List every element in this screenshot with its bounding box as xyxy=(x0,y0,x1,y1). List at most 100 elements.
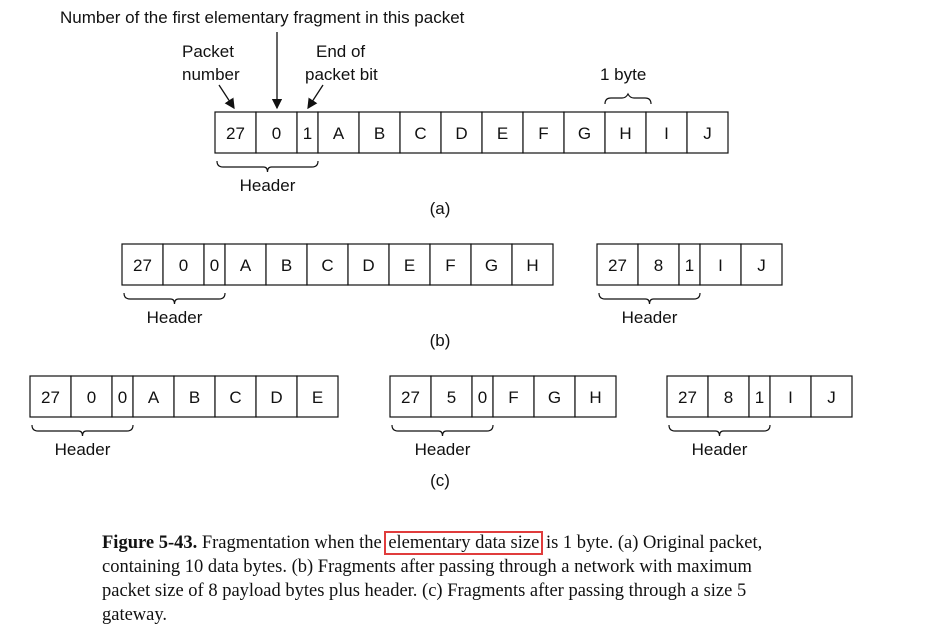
data-byte-cell xyxy=(810,375,853,418)
data-byte-cell xyxy=(358,111,401,154)
header-brace xyxy=(668,424,771,437)
caption-text-2: is 1 byte. (a) Original packet, containi… xyxy=(102,533,763,625)
data-byte-cell xyxy=(132,375,175,418)
header-field-cell xyxy=(430,375,473,418)
data-byte-cell xyxy=(306,243,349,286)
data-byte-cell xyxy=(265,243,308,286)
cell-value: F xyxy=(508,388,518,407)
data-byte-cell xyxy=(440,111,483,154)
cell-value: F xyxy=(538,124,548,143)
first-fragment-label: Number of the first elementary fragment … xyxy=(60,8,465,27)
header-field-cell xyxy=(389,375,432,418)
header-field-cell xyxy=(255,111,298,154)
header-brace xyxy=(598,292,701,305)
data-byte-cell xyxy=(686,111,729,154)
header-field-cell xyxy=(596,243,639,286)
cell-value: 5 xyxy=(447,388,456,407)
cell-value: B xyxy=(374,124,385,143)
data-byte-cell xyxy=(604,111,647,154)
cell-value: 1 xyxy=(755,388,764,407)
data-byte-cell xyxy=(574,375,617,418)
caption-text-1: Fragmentation when the xyxy=(197,533,387,553)
data-byte-cell xyxy=(481,111,524,154)
data-byte-cell xyxy=(645,111,688,154)
figure-caption: Figure 5-43. Fragmentation when the elem… xyxy=(102,531,782,627)
cell-value: C xyxy=(229,388,241,407)
data-byte-cell xyxy=(492,375,535,418)
cell-value: 1 xyxy=(303,124,312,143)
cell-value: 0 xyxy=(210,256,219,275)
part-label: (c) xyxy=(430,471,450,490)
header-label: Header xyxy=(622,308,678,327)
header-brace xyxy=(123,292,226,305)
cell-value: 27 xyxy=(608,256,627,275)
cell-value: 8 xyxy=(654,256,663,275)
cell-value: G xyxy=(485,256,498,275)
data-byte-cell xyxy=(429,243,472,286)
cell-value: 27 xyxy=(678,388,697,407)
packet-number-label-1: Packet xyxy=(182,42,234,61)
cell-value: D xyxy=(455,124,467,143)
one-byte-brace xyxy=(604,92,652,105)
figure-number: Figure 5-43. xyxy=(102,533,198,553)
cell-value: J xyxy=(827,388,836,407)
header-field-cell xyxy=(121,243,164,286)
cell-value: B xyxy=(189,388,200,407)
header-field-cell xyxy=(70,375,113,418)
cell-value: 0 xyxy=(118,388,127,407)
data-byte-cell xyxy=(522,111,565,154)
data-byte-cell xyxy=(388,243,431,286)
data-byte-cell xyxy=(317,111,360,154)
cell-value: E xyxy=(312,388,323,407)
cell-value: I xyxy=(788,388,793,407)
cell-value: G xyxy=(578,124,591,143)
packet: 27 8 1 I J Header xyxy=(666,375,853,459)
packet-number-arrow xyxy=(218,84,235,110)
cell-value: J xyxy=(757,256,766,275)
part-label: (a) xyxy=(430,199,451,218)
header-label: Header xyxy=(692,440,748,459)
cell-value: F xyxy=(445,256,455,275)
cell-value: 8 xyxy=(724,388,733,407)
cell-value: G xyxy=(548,388,561,407)
cell-value: 0 xyxy=(478,388,487,407)
cell-value: D xyxy=(362,256,374,275)
cell-value: I xyxy=(664,124,669,143)
cell-value: 27 xyxy=(41,388,60,407)
part-label: (b) xyxy=(430,331,451,350)
cell-value: D xyxy=(270,388,282,407)
header-field-cell xyxy=(666,375,709,418)
header-field-cell xyxy=(637,243,680,286)
data-byte-cell xyxy=(740,243,783,286)
header-field-cell xyxy=(162,243,205,286)
data-byte-cell xyxy=(511,243,554,286)
data-byte-cell xyxy=(769,375,812,418)
cell-value: B xyxy=(281,256,292,275)
header-label: Header xyxy=(240,176,296,195)
cell-value: 27 xyxy=(133,256,152,275)
end-bit-label-1: End of xyxy=(316,42,365,61)
cell-value: H xyxy=(589,388,601,407)
cell-value: 27 xyxy=(226,124,245,143)
data-byte-cell xyxy=(470,243,513,286)
data-byte-cell xyxy=(347,243,390,286)
header-brace xyxy=(31,424,134,437)
header-brace xyxy=(216,160,319,173)
cell-value: 0 xyxy=(87,388,96,407)
packet-number-label-2: number xyxy=(182,65,240,84)
cell-value: 1 xyxy=(685,256,694,275)
header-brace xyxy=(391,424,494,437)
cell-value: H xyxy=(619,124,631,143)
data-byte-cell xyxy=(563,111,606,154)
data-byte-cell xyxy=(214,375,257,418)
cell-value: 0 xyxy=(179,256,188,275)
cell-value: E xyxy=(497,124,508,143)
highlighted-term: elementary data size xyxy=(384,531,544,555)
cell-value: J xyxy=(703,124,712,143)
cell-value: H xyxy=(526,256,538,275)
data-byte-cell xyxy=(255,375,298,418)
